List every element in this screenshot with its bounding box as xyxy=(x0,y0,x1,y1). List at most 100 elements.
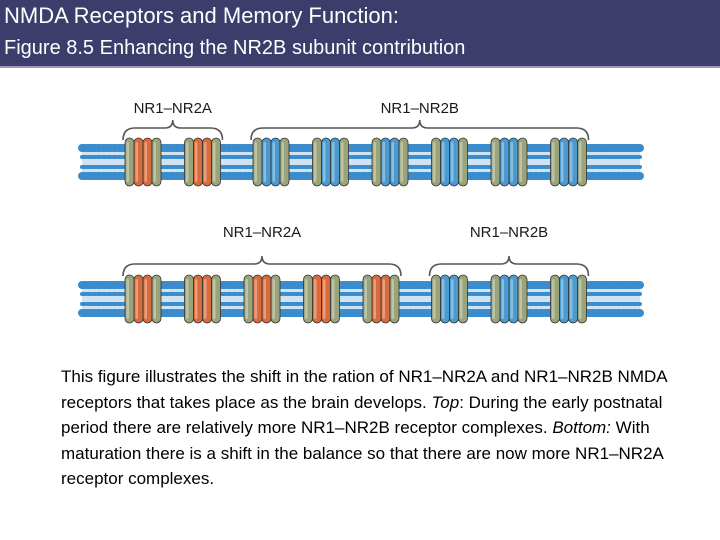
nr2-subunit xyxy=(499,274,510,324)
bottom-panel-group-label: NR1–NR2A xyxy=(223,224,301,241)
receptor-nr2a xyxy=(243,274,281,324)
nr1-subunit xyxy=(362,274,373,324)
slide-header: NMDA Receptors and Memory Function: Figu… xyxy=(0,0,720,68)
nr1-subunit xyxy=(184,137,194,187)
caption-top-label: Top xyxy=(431,392,460,412)
receptor-diagram: NR1–NR2A NR1–NR2B NR1–NR2A NR1–NR2B xyxy=(78,100,644,324)
nr1-subunit xyxy=(184,274,194,324)
receptor-nr2a xyxy=(362,274,400,324)
nr1-subunit xyxy=(490,137,501,187)
nr2-subunit xyxy=(142,137,153,187)
nr1-subunit xyxy=(550,137,560,187)
nr1-subunit xyxy=(458,137,468,187)
receptor-nr2b xyxy=(371,137,409,187)
nr1-subunit xyxy=(124,274,135,324)
nr2-subunit xyxy=(380,274,391,324)
bottom-panel-membrane xyxy=(78,281,644,317)
nr2-subunit xyxy=(321,137,331,187)
nr2-subunit xyxy=(559,274,569,324)
caption-bottom-text: With maturation there is a shift in the … xyxy=(61,418,663,488)
nr2-subunit xyxy=(559,137,569,187)
nr1-subunit xyxy=(151,274,162,324)
nr1-subunit xyxy=(243,274,254,324)
top-panel-group-label: NR1–NR2A xyxy=(134,100,212,117)
top-panel-bracket-0 xyxy=(122,119,224,141)
nr2-subunit xyxy=(440,137,450,187)
nr2-subunit xyxy=(508,137,519,187)
receptor-nr2a xyxy=(124,274,162,324)
receptor-nr2b xyxy=(550,274,587,324)
receptor-nr2a xyxy=(124,137,162,187)
nr2-subunit xyxy=(499,137,510,187)
bottom-panel-bracket-0 xyxy=(122,255,402,277)
nr2-subunit xyxy=(193,274,203,324)
nr2-subunit xyxy=(380,137,391,187)
nr1-subunit xyxy=(490,274,501,324)
caption-bottom-label: Bottom: xyxy=(552,418,611,437)
nr1-subunit xyxy=(303,274,313,324)
receptor-nr2a xyxy=(303,274,340,324)
nr1-subunit xyxy=(431,274,441,324)
figure-caption: This figure illustrates the shift in the… xyxy=(61,364,691,492)
receptor-nr2b xyxy=(312,137,349,187)
nr2-subunit xyxy=(202,137,212,187)
nr1-subunit xyxy=(151,137,162,187)
nr2-subunit xyxy=(389,137,400,187)
nr1-subunit xyxy=(577,274,587,324)
bottom-panel-group-label: NR1–NR2B xyxy=(470,224,548,241)
nr1-subunit xyxy=(517,137,528,187)
receptor-nr2b xyxy=(431,137,468,187)
nr2-subunit xyxy=(321,274,331,324)
receptor-nr2b xyxy=(252,137,290,187)
nr1-subunit xyxy=(312,137,322,187)
nr1-subunit xyxy=(458,274,468,324)
nr2-subunit xyxy=(202,274,212,324)
nr1-subunit xyxy=(577,137,587,187)
nr1-subunit xyxy=(517,274,528,324)
nr1-subunit xyxy=(389,274,400,324)
nr2-subunit xyxy=(371,274,382,324)
nr2-subunit xyxy=(312,274,322,324)
top-panel-bracket-1 xyxy=(250,119,590,141)
nr2-subunit xyxy=(261,137,272,187)
receptor-nr2b xyxy=(490,274,528,324)
nr1-subunit xyxy=(252,137,263,187)
nr2-subunit xyxy=(568,137,578,187)
nr1-subunit xyxy=(398,137,409,187)
nr2-subunit xyxy=(193,137,203,187)
nr2-subunit xyxy=(508,274,519,324)
nr2-subunit xyxy=(261,274,272,324)
receptor-nr2a xyxy=(184,137,221,187)
slide-title: NMDA Receptors and Memory Function: xyxy=(4,3,399,28)
slide-subtitle: Figure 8.5 Enhancing the NR2B subunit co… xyxy=(4,37,466,59)
nr2-subunit xyxy=(440,274,450,324)
header-divider xyxy=(0,66,720,68)
nr1-subunit xyxy=(339,137,349,187)
nr2-subunit xyxy=(133,274,144,324)
nr2-subunit xyxy=(142,274,153,324)
caption-intro: This figure illustrates the shift in the… xyxy=(61,367,667,412)
nr2-subunit xyxy=(252,274,263,324)
bottom-panel-bracket-1 xyxy=(428,255,590,277)
receptor-nr2a xyxy=(184,274,221,324)
nr1-subunit xyxy=(371,137,382,187)
nr2-subunit xyxy=(133,137,144,187)
nr2-subunit xyxy=(449,137,459,187)
nr1-subunit xyxy=(550,274,560,324)
receptor-nr2b xyxy=(490,137,528,187)
nr1-subunit xyxy=(211,274,221,324)
nr1-subunit xyxy=(211,137,221,187)
nr2-subunit xyxy=(270,137,281,187)
receptor-nr2b xyxy=(550,137,587,187)
nr1-subunit xyxy=(270,274,281,324)
nr1-subunit xyxy=(124,137,135,187)
top-panel-membrane xyxy=(78,144,644,180)
nr1-subunit xyxy=(330,274,340,324)
caption-top-text: : During the early postnatal period ther… xyxy=(61,392,663,438)
top-panel-group-label: NR1–NR2B xyxy=(381,100,459,117)
nr2-subunit xyxy=(568,274,578,324)
receptor-nr2b xyxy=(431,274,468,324)
nr2-subunit xyxy=(449,274,459,324)
nr1-subunit xyxy=(279,137,290,187)
nr2-subunit xyxy=(330,137,340,187)
